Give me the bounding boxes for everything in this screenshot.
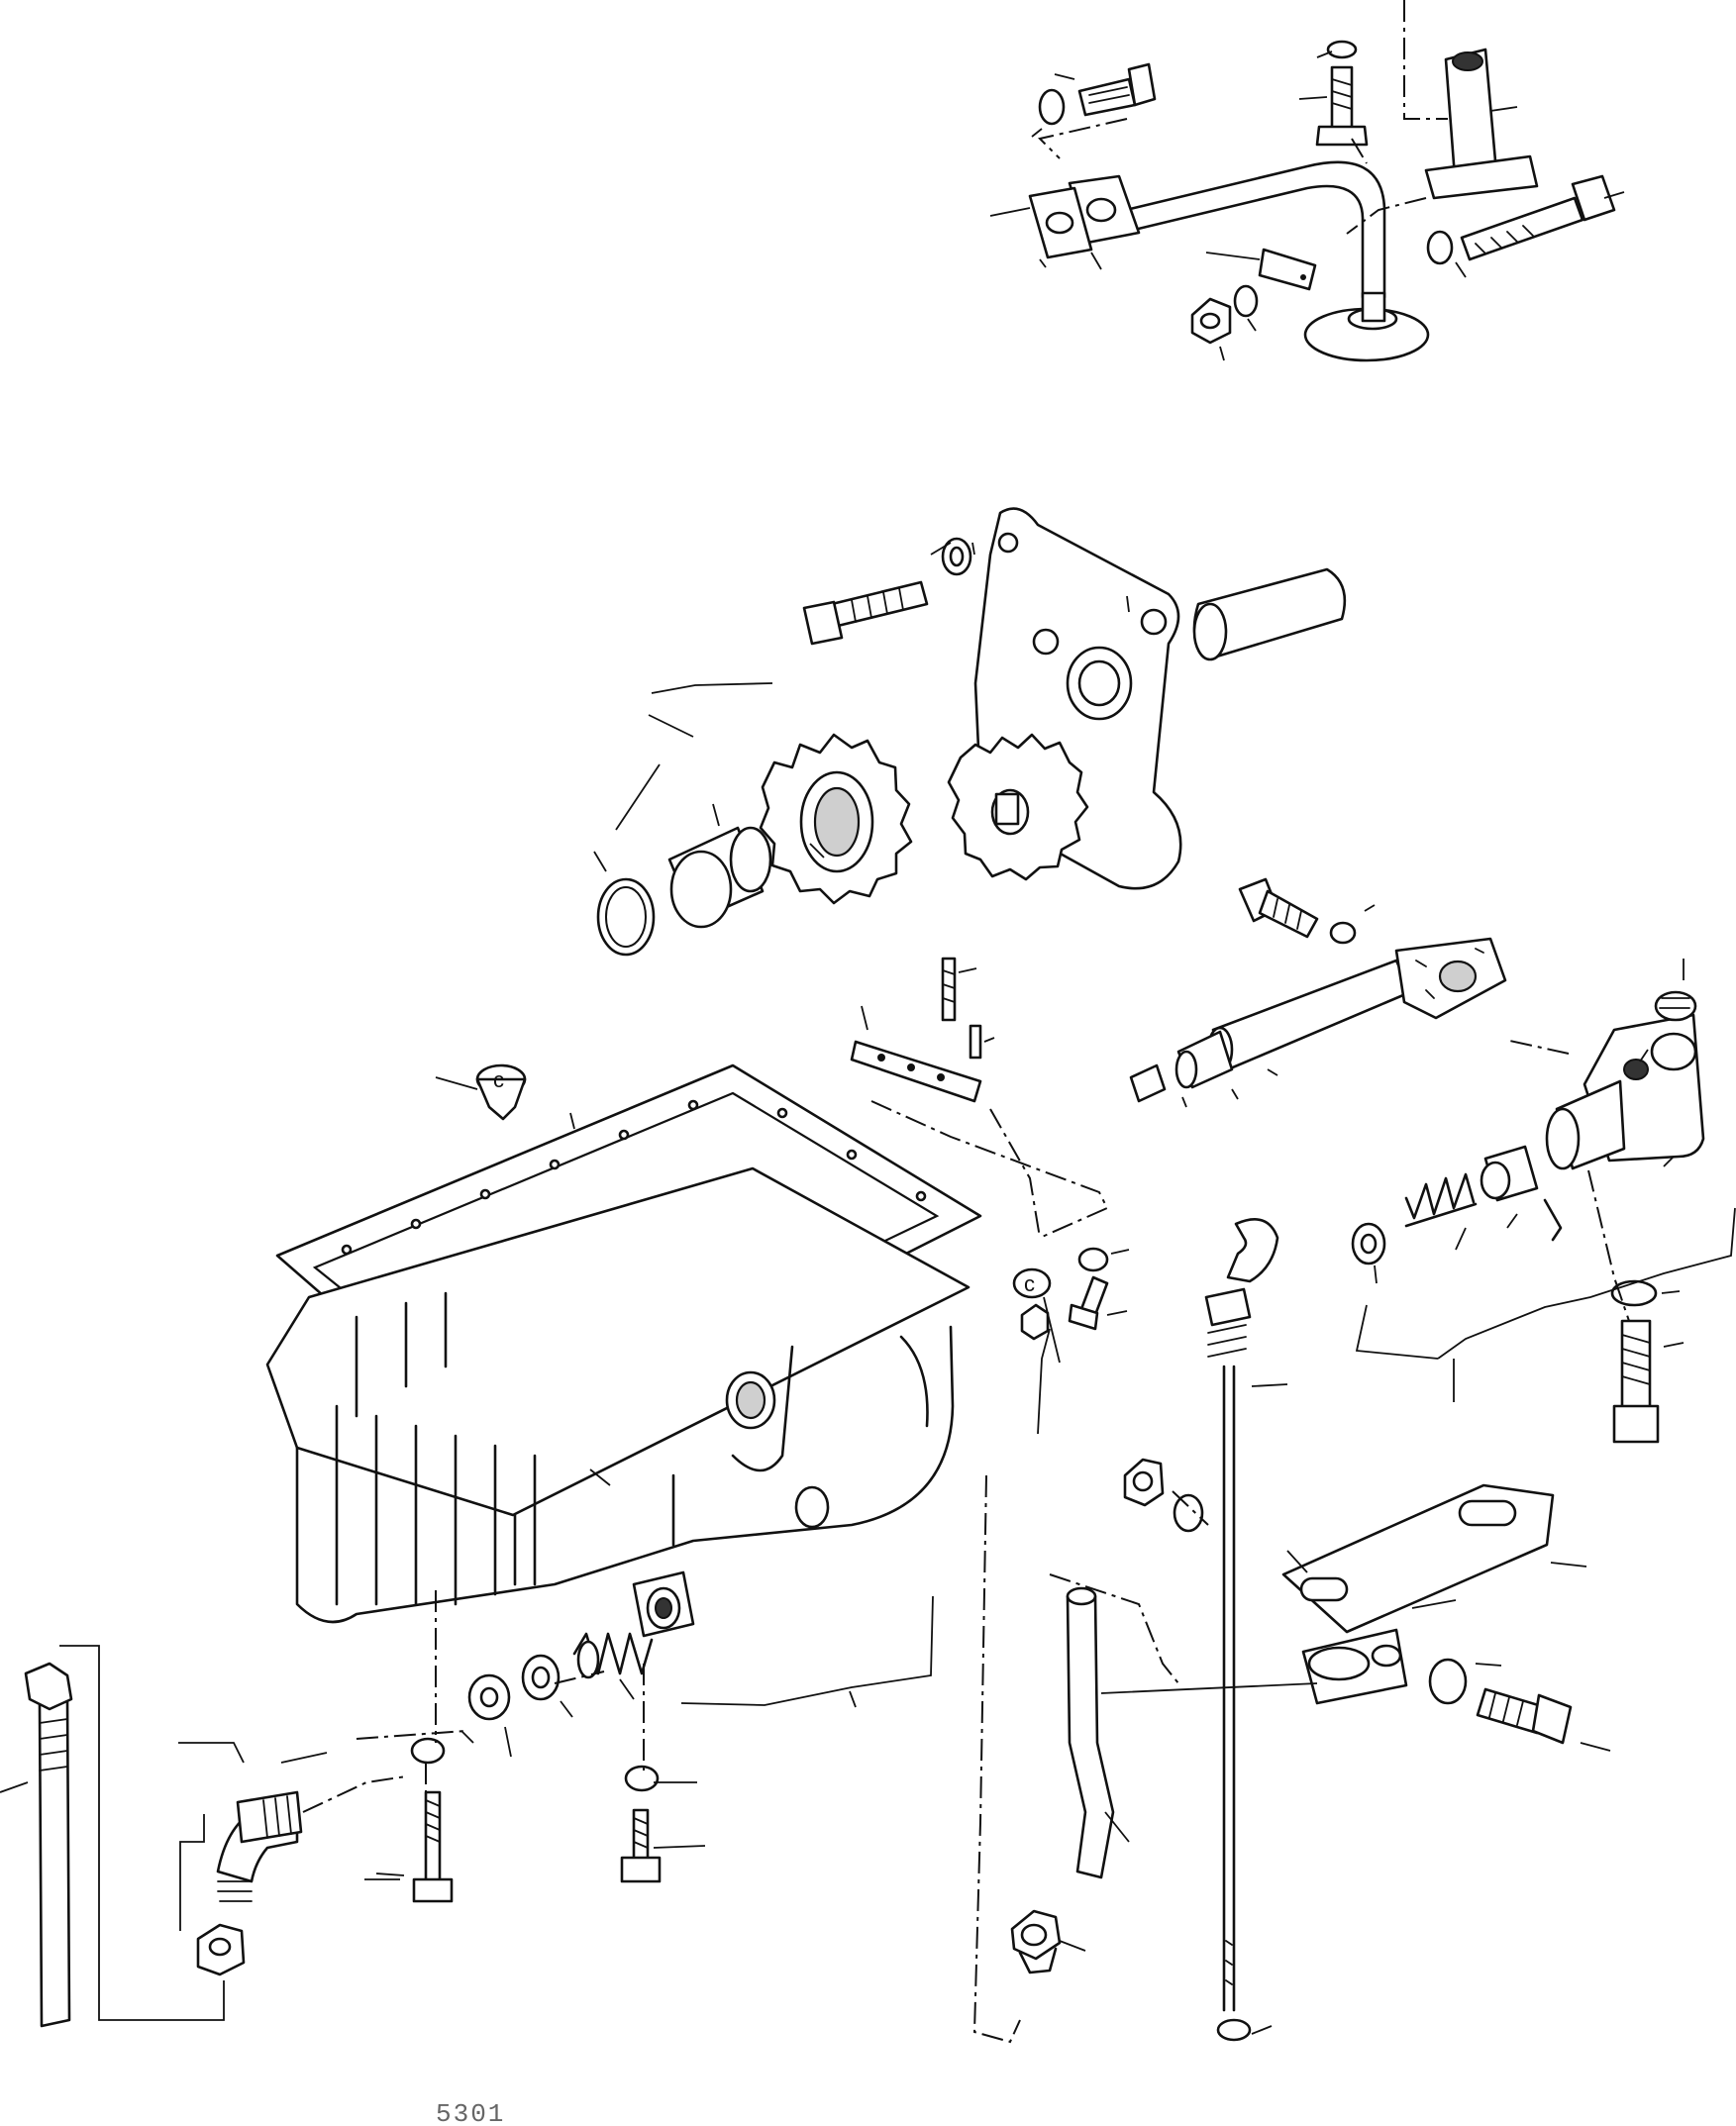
roll-pin (943, 959, 955, 1020)
lock-washer (1040, 90, 1064, 124)
vertical-bolt (1317, 67, 1367, 145)
pipe-bracket (1426, 50, 1537, 198)
oil-suction-pipe-assembly (990, 0, 1624, 360)
valve-housing (1547, 1015, 1703, 1168)
svg-text:c: c (493, 1067, 504, 1092)
nut-washer (1235, 286, 1257, 316)
washer (1328, 42, 1356, 57)
valve-bolt (1240, 879, 1317, 937)
short-bolt (622, 1810, 660, 1881)
pump-sleeve (1194, 569, 1345, 659)
return-nut (198, 1925, 244, 1974)
hex-nut (1192, 299, 1230, 343)
oil-strainer (1305, 293, 1428, 360)
dipstick-rod (1206, 1289, 1250, 2010)
spring-seat (1353, 1224, 1384, 1264)
valve-tube (1208, 939, 1505, 1071)
valve-cap (1656, 992, 1695, 1020)
small-bolt (1070, 1277, 1107, 1329)
oil-return-line-assembly (0, 1646, 406, 2026)
spring-washer (523, 1656, 559, 1699)
clamp-plate (1260, 250, 1315, 289)
dipstick-o-ring (1218, 2020, 1250, 2040)
svg-text:c: c (1024, 1271, 1035, 1296)
valve-spring (1406, 1174, 1476, 1226)
oil-pump-assembly (594, 509, 1345, 955)
pipe-bolt (1079, 64, 1155, 115)
spring-washer-outer (469, 1675, 509, 1719)
long-bolt (1462, 176, 1614, 259)
oil-pan (267, 1168, 969, 1622)
small-pin (970, 1026, 980, 1058)
pump-bolt-washer (943, 539, 970, 574)
relief-spring (574, 1634, 652, 1677)
guide-washer (1174, 1495, 1202, 1531)
tube-fitting (1176, 1032, 1232, 1087)
flange-gasket (1030, 188, 1091, 257)
oil-pan-assembly: c (267, 1065, 980, 1901)
guide-plug (1012, 1911, 1060, 1973)
dipstick-guide-nut (1125, 1460, 1163, 1505)
pipe-flange (1070, 176, 1139, 243)
bolt-washer (1428, 232, 1452, 263)
idler-gear (761, 735, 911, 903)
clamp-bolt (1478, 1689, 1571, 1743)
elbow-fitting (218, 1792, 301, 1901)
footer-code: 5301 (436, 2099, 505, 2126)
dipstick-guide-tube (1068, 1588, 1113, 1877)
end-plug (1131, 1065, 1165, 1101)
valve-bolt-washer (1331, 923, 1355, 943)
retaining-bar (852, 1042, 980, 1101)
valve-plunger (1481, 1147, 1537, 1200)
dipstick-assembly (974, 1219, 1610, 2042)
pump-bolt (804, 582, 927, 644)
gear-bushing (669, 828, 770, 927)
long-stud (414, 1792, 452, 1901)
return-pipe (26, 1664, 71, 2026)
oil-filler-cap: c (477, 1065, 525, 1119)
guide-clamp (1303, 1630, 1406, 1703)
cotter-pin (1545, 1200, 1561, 1240)
snap-ring-right (626, 1767, 658, 1790)
small-washer: c (1014, 1269, 1050, 1297)
dipstick-handle (1228, 1219, 1277, 1281)
pin-bar-parts: c (852, 959, 1129, 1434)
circlip (598, 879, 654, 955)
relief-valve-assembly (1131, 879, 1735, 1442)
bolt-washer-small (1079, 1249, 1107, 1270)
drain-plug-boss (634, 1572, 693, 1636)
small-nut (1022, 1305, 1048, 1339)
clamp-washer (1430, 1660, 1466, 1703)
valve-mount-bolt (1614, 1321, 1658, 1442)
snap-ring-left (412, 1739, 444, 1763)
dipstick-bracket (1283, 1485, 1553, 1632)
drive-gear (949, 735, 1087, 879)
